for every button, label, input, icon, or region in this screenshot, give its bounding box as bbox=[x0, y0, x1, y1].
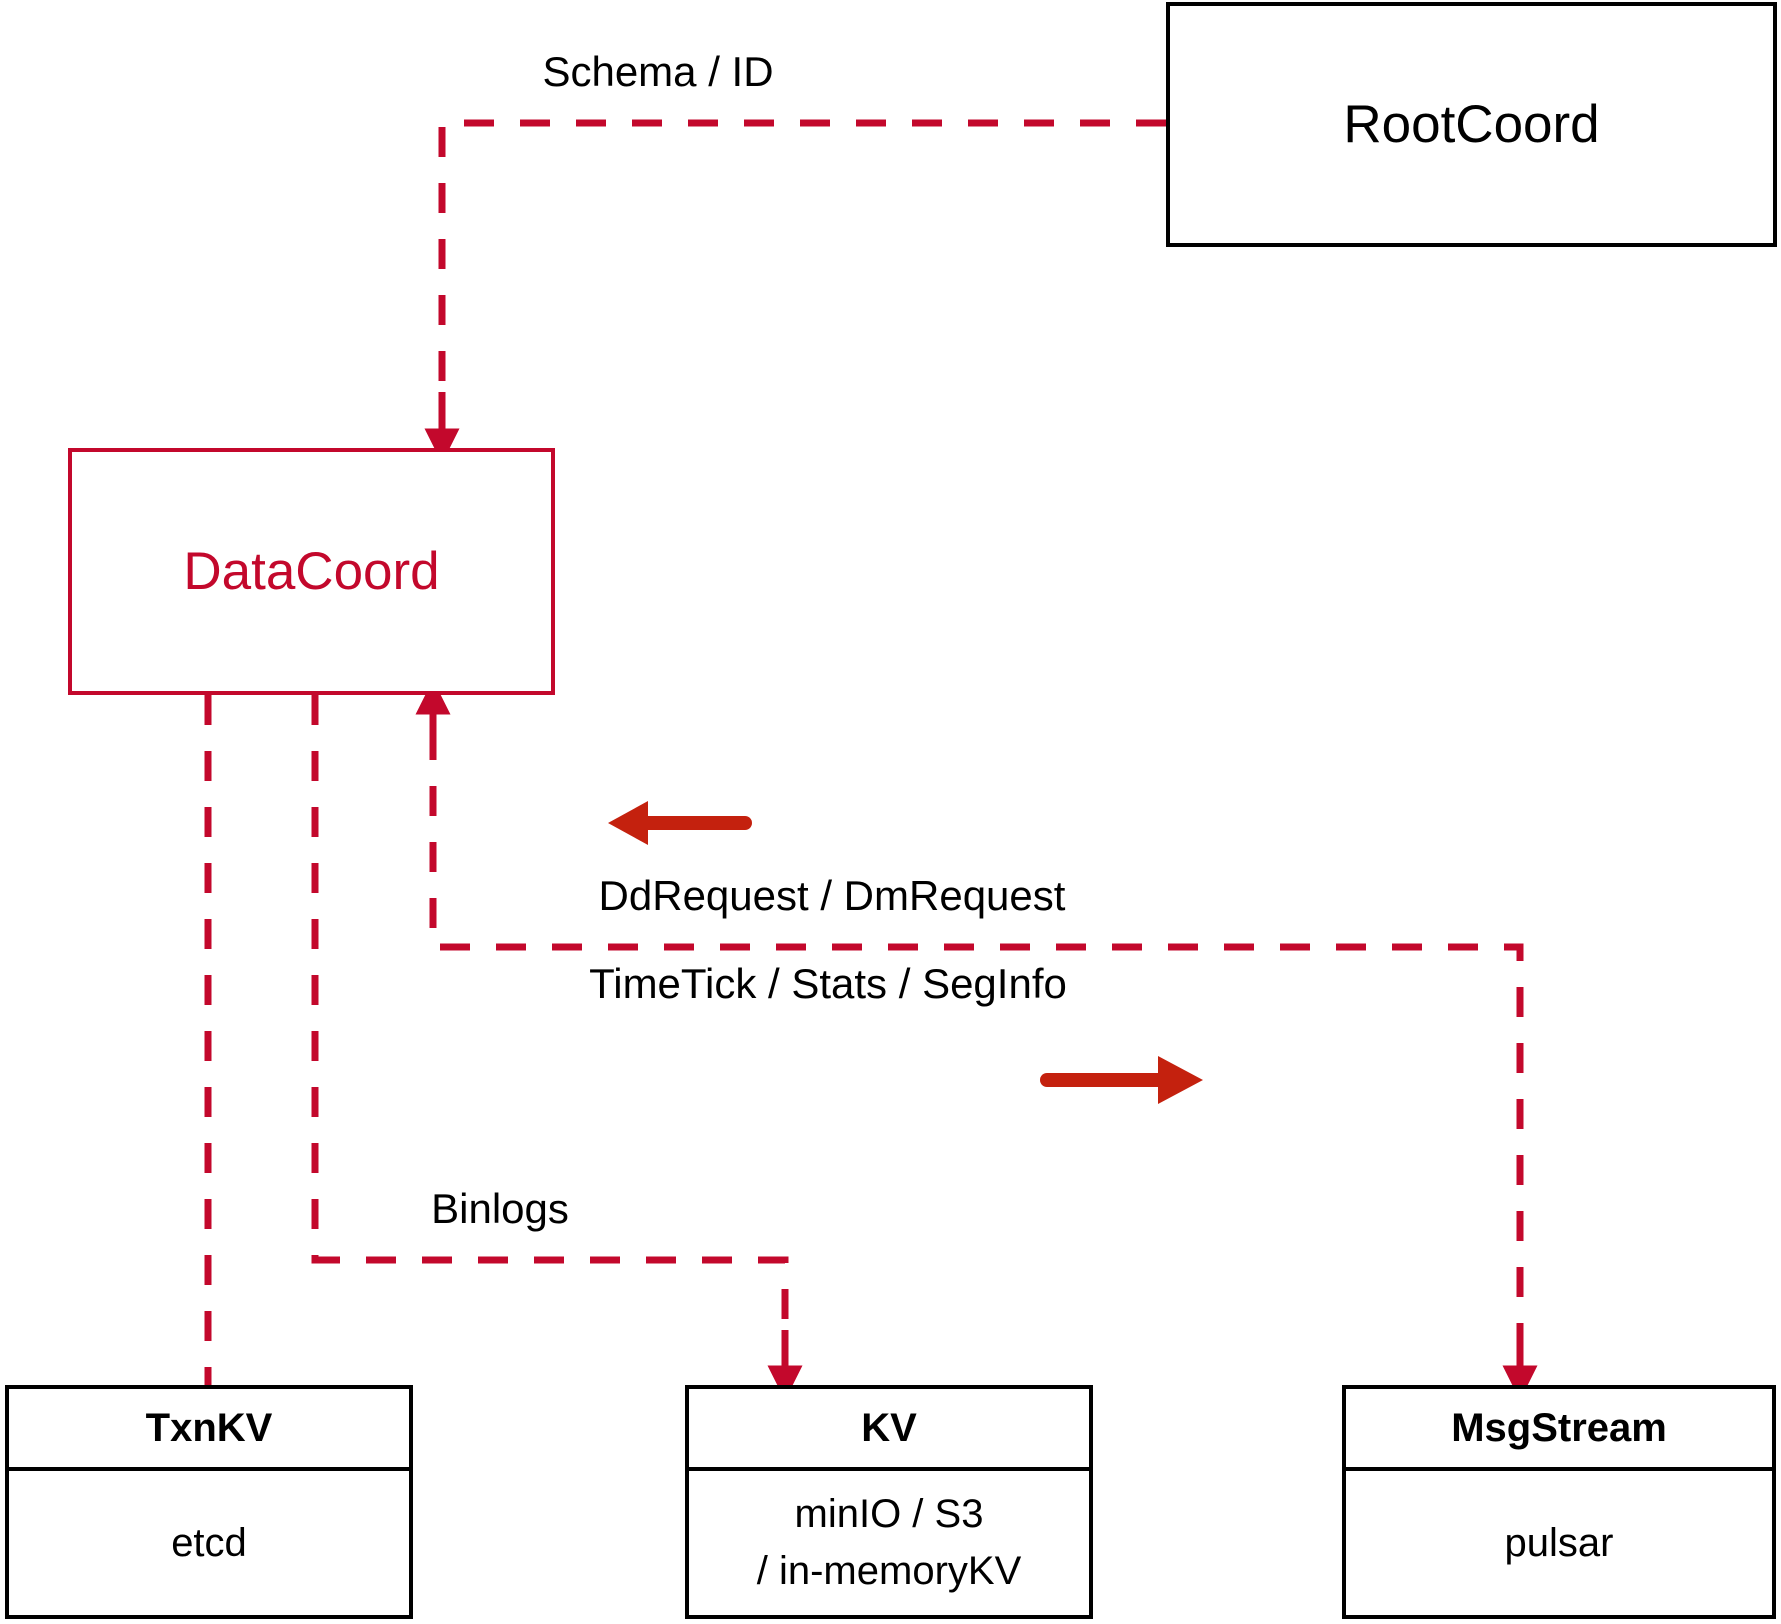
node-rootcoord-label: RootCoord bbox=[1343, 95, 1600, 154]
node-txnkv-body: etcd bbox=[9, 1471, 409, 1615]
node-txnkv[interactable]: TxnKV etcd bbox=[5, 1385, 413, 1619]
node-kv-title: KV bbox=[861, 1405, 917, 1450]
edge-label-dd-dm-request: DdRequest / DmRequest bbox=[598, 872, 1066, 919]
node-txnkv-header: TxnKV bbox=[9, 1389, 409, 1471]
direction-arrow-right-icon bbox=[1040, 1056, 1203, 1104]
node-msgstream-detail-1: pulsar bbox=[1504, 1520, 1614, 1565]
node-msgstream-title: MsgStream bbox=[1451, 1405, 1667, 1450]
node-kv[interactable]: KV minIO / S3 / in-memoryKV bbox=[685, 1385, 1093, 1619]
edge-label-binlogs: Binlogs bbox=[431, 1185, 569, 1232]
edge-label-timetick-stats-seginfo: TimeTick / Stats / SegInfo bbox=[589, 960, 1067, 1007]
node-kv-detail-2: / in-memoryKV bbox=[756, 1549, 1022, 1593]
node-txnkv-detail-1: etcd bbox=[171, 1520, 247, 1565]
edge-msgstream-bus bbox=[415, 679, 1538, 1401]
direction-arrow-left-icon bbox=[608, 801, 752, 845]
node-kv-header: KV bbox=[689, 1389, 1089, 1471]
node-txnkv-title: TxnKV bbox=[145, 1405, 273, 1450]
edge-label-schema-id: Schema / ID bbox=[542, 48, 774, 95]
node-kv-body: minIO / S3 / in-memoryKV bbox=[689, 1471, 1089, 1615]
edge-binlogs bbox=[311, 695, 803, 1401]
node-rootcoord[interactable]: RootCoord bbox=[1166, 2, 1777, 247]
node-msgstream-body: pulsar bbox=[1346, 1471, 1772, 1615]
node-msgstream[interactable]: MsgStream pulsar bbox=[1342, 1385, 1776, 1619]
edge-schema-id bbox=[424, 119, 1166, 464]
node-kv-detail-1: minIO / S3 bbox=[794, 1492, 984, 1537]
node-datacoord-label: DataCoord bbox=[183, 542, 440, 601]
node-msgstream-header: MsgStream bbox=[1346, 1389, 1772, 1471]
node-datacoord[interactable]: DataCoord bbox=[68, 448, 555, 695]
